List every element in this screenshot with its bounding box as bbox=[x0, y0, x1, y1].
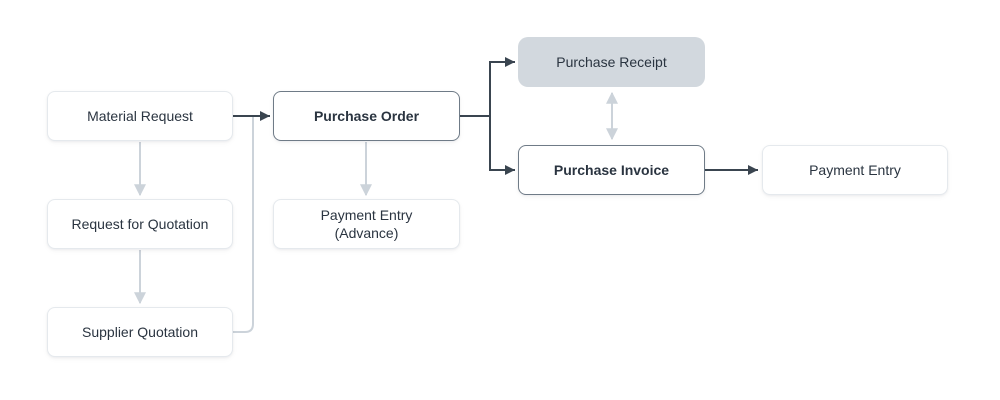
node-label: Purchase Invoice bbox=[553, 161, 670, 178]
node-label: Supplier Quotation bbox=[82, 323, 198, 340]
node-material-request: Material Request bbox=[47, 91, 233, 141]
edge-supplier-quotation-to-purchase-order bbox=[233, 117, 254, 333]
node-purchase-invoice: Purchase Invoice bbox=[518, 145, 705, 195]
node-payment-entry: Payment Entry bbox=[762, 145, 948, 195]
node-supplier-quotation: Supplier Quotation bbox=[47, 307, 233, 357]
node-label: Request for Quotation bbox=[71, 215, 209, 232]
node-purchase-receipt: Purchase Receipt bbox=[518, 37, 705, 87]
node-label: Purchase Receipt bbox=[556, 53, 667, 70]
node-request-for-quotation: Request for Quotation bbox=[47, 199, 233, 249]
node-label: Payment Entry bbox=[809, 161, 901, 178]
node-payment-entry-advance: Payment Entry (Advance) bbox=[273, 199, 460, 249]
node-label: Material Request bbox=[87, 107, 193, 124]
node-label: Purchase Order bbox=[313, 107, 420, 124]
node-label: Payment Entry (Advance) bbox=[320, 206, 413, 241]
node-purchase-order: Purchase Order bbox=[273, 91, 460, 141]
